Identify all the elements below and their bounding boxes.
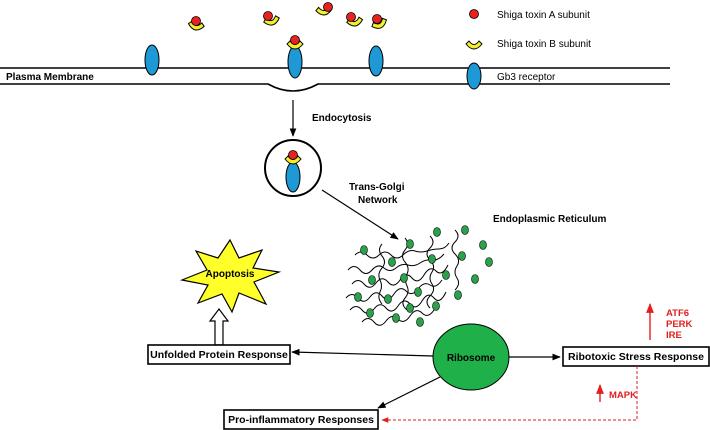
yellow-crescent-icon — [465, 40, 483, 50]
trans-golgi-label-2: Network — [358, 195, 398, 206]
apoptosis-starburst — [179, 238, 282, 314]
blue-oval-icon — [466, 62, 482, 90]
plasma-membrane-label: Plasma Membrane — [6, 72, 94, 83]
gb3-receptor-icon — [287, 45, 303, 79]
legend: Shiga toxin A subunit Shiga toxin B subu… — [465, 9, 591, 90]
apoptosis-label: Apoptosis — [206, 269, 255, 280]
perk-label: PERK — [666, 319, 693, 330]
endocytosis-label: Endocytosis — [312, 113, 372, 124]
golgi-arrow — [321, 189, 399, 240]
rsr-label: Ribotoxic Stress Response — [568, 351, 704, 363]
toxin-a-icon — [290, 35, 300, 45]
legend-gb3: Gb3 receptor — [497, 72, 556, 83]
free-toxins — [187, 2, 390, 32]
gb3-receptor-icon — [368, 45, 384, 77]
red-circle-icon — [469, 9, 479, 19]
upr-label: Unfolded Protein Response — [150, 349, 288, 361]
atf6-label: ATF6 — [666, 308, 689, 319]
mapk-label: MAPK — [609, 390, 637, 401]
ribosome-to-inflam-arrow — [377, 376, 441, 409]
rsr-to-inflam-dashed-arrow — [381, 366, 638, 423]
gb3-receptor-icon — [144, 44, 160, 76]
endoplasmic-reticulum — [345, 229, 460, 326]
ribosome-to-upr-arrow — [291, 348, 434, 357]
proinflam-box — [223, 409, 379, 430]
gb3-receptor-icon — [285, 161, 301, 193]
toxin-a-icon — [288, 150, 298, 160]
legend-toxin-a: Shiga toxin A subunit — [497, 10, 590, 21]
rsr-box — [562, 346, 710, 367]
upr-box — [147, 344, 291, 365]
trans-golgi-label-1: Trans-Golgi — [349, 182, 405, 193]
upr-to-apoptosis-arrow — [208, 308, 230, 346]
proinflam-label: Pro-inflammatory Responses — [228, 414, 374, 426]
ire-label: IRE — [666, 330, 682, 341]
legend-toxin-b: Shiga toxin B subunit — [497, 39, 591, 50]
er-ribosome-dots — [354, 225, 493, 327]
ribosome-label: Ribosome — [447, 353, 496, 364]
er-label: Endoplasmic Reticulum — [493, 214, 606, 225]
plasma-membrane — [0, 67, 670, 92]
